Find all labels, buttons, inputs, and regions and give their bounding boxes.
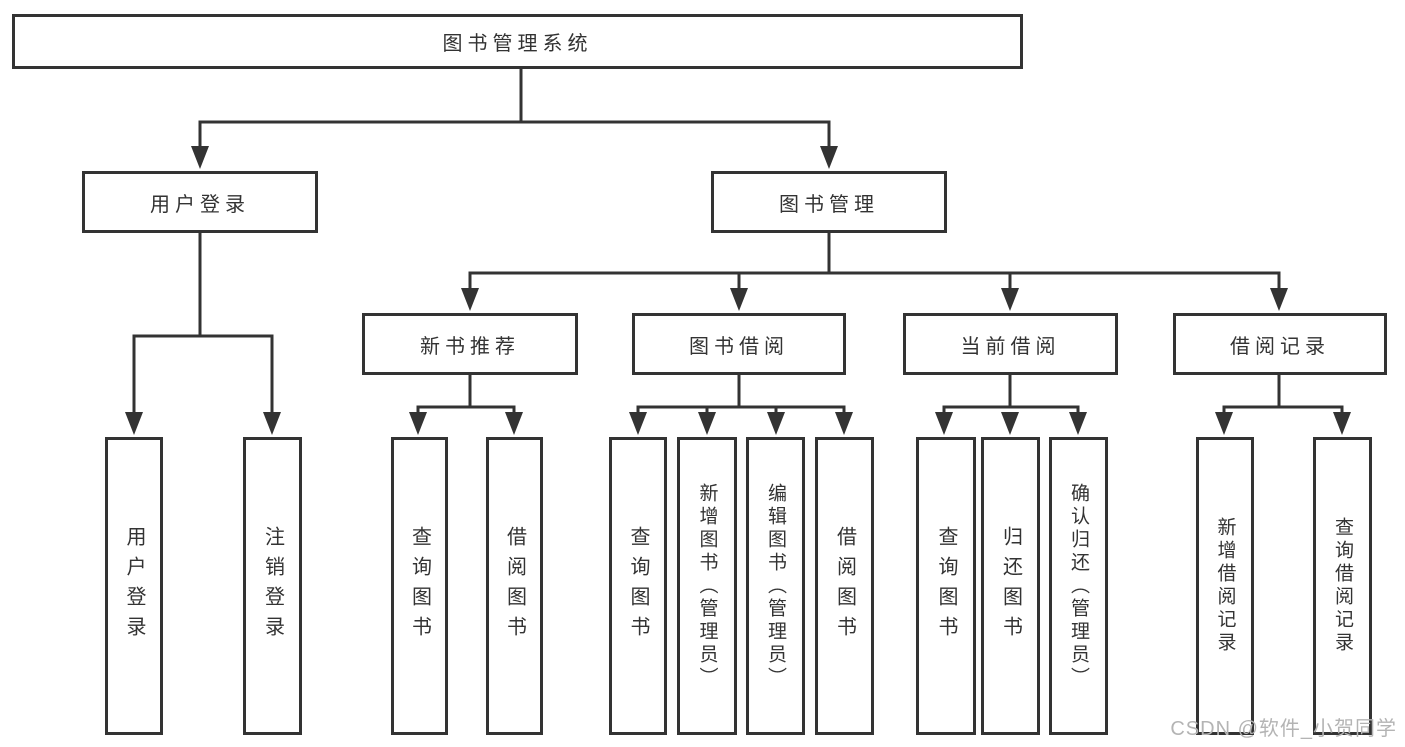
leaf-recommend-query-book: 查询图书 — [391, 437, 448, 735]
leaf-user-login: 用户登录 — [105, 437, 163, 735]
leaf-user-login-label: 用户登录 — [123, 526, 145, 646]
leaf-borrow-borrow-book: 借阅图书 — [815, 437, 874, 735]
leaf-current-return-book: 归还图书 — [981, 437, 1040, 735]
node-book-management-label: 图书管理 — [779, 193, 879, 216]
leaf-borrow-edit-book: 编辑图书（管理员） — [746, 437, 805, 735]
leaf-current-query-book-label: 查询图书 — [935, 526, 957, 646]
leaf-recommend-query-book-label: 查询图书 — [408, 526, 431, 646]
node-user-login-label: 用户登录 — [150, 193, 250, 216]
node-current-borrow: 当前借阅 — [903, 313, 1118, 375]
leaf-borrow-edit-book-label: 编辑图书（管理员） — [765, 482, 786, 690]
leaf-logout: 注销登录 — [243, 437, 302, 735]
leaf-current-confirm-return: 确认归还（管理员） — [1049, 437, 1108, 735]
leaf-record-add: 新增借阅记录 — [1196, 437, 1254, 735]
node-book-management: 图书管理 — [711, 171, 947, 233]
leaf-borrow-query-book: 查询图书 — [609, 437, 667, 735]
leaf-recommend-borrow-book: 借阅图书 — [486, 437, 543, 735]
leaf-record-query-label: 查询借阅记录 — [1332, 517, 1353, 655]
leaf-recommend-borrow-book-label: 借阅图书 — [503, 526, 526, 646]
leaf-logout-label: 注销登录 — [261, 526, 284, 646]
node-new-book-recommend: 新书推荐 — [362, 313, 578, 375]
node-current-borrow-label: 当前借阅 — [960, 335, 1061, 358]
node-book-borrow-label: 图书借阅 — [689, 335, 789, 358]
leaf-borrow-add-book-label: 新增图书（管理员） — [696, 482, 718, 690]
node-user-login: 用户登录 — [82, 171, 318, 233]
leaf-borrow-borrow-book-label: 借阅图书 — [833, 526, 856, 646]
csdn-watermark: CSDN @软件_小贺同学 — [1170, 718, 1397, 740]
leaf-current-return-book-label: 归还图书 — [999, 526, 1022, 646]
leaf-current-query-book: 查询图书 — [916, 437, 976, 735]
node-root-label: 图书管理系统 — [442, 33, 593, 55]
node-borrow-record-label: 借阅记录 — [1230, 335, 1330, 358]
node-book-borrow: 图书借阅 — [632, 313, 846, 375]
leaf-record-add-label: 新增借阅记录 — [1214, 517, 1236, 655]
leaf-current-confirm-return-label: 确认归还（管理员） — [1068, 482, 1089, 690]
node-root: 图书管理系统 — [12, 14, 1023, 69]
node-borrow-record: 借阅记录 — [1173, 313, 1387, 375]
leaf-borrow-add-book: 新增图书（管理员） — [677, 437, 737, 735]
leaf-borrow-query-book-label: 查询图书 — [627, 526, 649, 646]
leaf-record-query: 查询借阅记录 — [1313, 437, 1372, 735]
node-new-book-recommend-label: 新书推荐 — [420, 335, 520, 358]
